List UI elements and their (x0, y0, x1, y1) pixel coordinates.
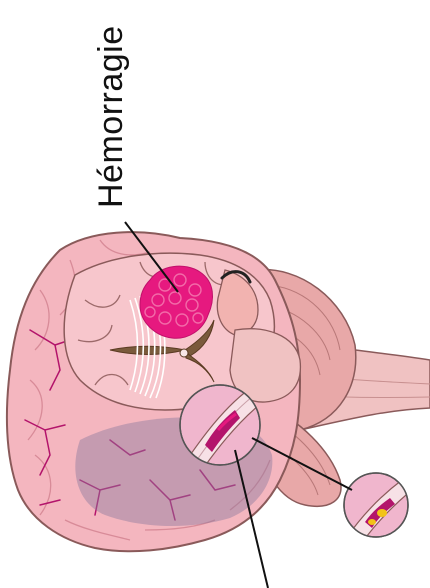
hemorrhage-label: Hémorragie (92, 25, 131, 208)
magnifier-vessel-2 (344, 473, 412, 548)
